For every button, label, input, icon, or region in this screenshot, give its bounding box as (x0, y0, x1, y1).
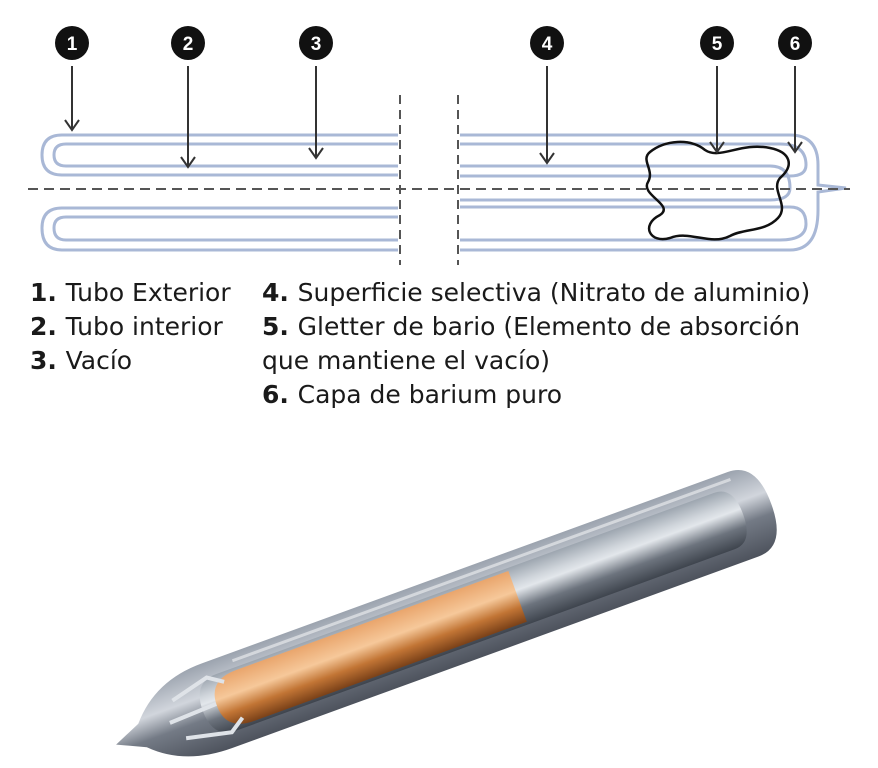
callout-4: 4 (530, 26, 564, 60)
arrow-6 (787, 66, 803, 154)
outer-tube-upper-left (40, 133, 398, 177)
legend-number: 1. (30, 278, 57, 307)
arrow-4 (539, 66, 555, 165)
arrow-3 (308, 66, 324, 160)
legend-item-6: 6. Capa de barium puro (262, 378, 562, 412)
right-tube-section (460, 133, 847, 252)
legend-item-4: 4. Superficie selectiva (Nitrato de alum… (262, 276, 810, 310)
callout-number-1: 1 (67, 34, 78, 55)
left-tube-section (40, 133, 398, 252)
legend-label: Superficie selectiva (Nitrato de alumini… (297, 278, 811, 307)
callout-circle-5 (700, 26, 734, 60)
legend-item-3: 3. Vacío (30, 344, 132, 378)
callout-circle-4 (530, 26, 564, 60)
callout-3: 3 (299, 26, 333, 60)
legend-item-5-continued: que mantiene el vacío) (262, 344, 550, 378)
inner-tube-upper-left (52, 142, 398, 168)
legend-number: 2. (30, 312, 57, 341)
legend-label: Gletter de bario (Elemento de absorción (297, 312, 801, 341)
callout-circle-3 (299, 26, 333, 60)
callout-circle-2 (171, 26, 205, 60)
legend-label: Tubo interior (65, 312, 223, 341)
inner-tube-upper-right (460, 142, 808, 178)
callout-number-4: 4 (542, 34, 553, 55)
legend-item-2: 2. Tubo interior (30, 310, 223, 344)
inner-tube-lower-left (52, 215, 398, 242)
callout-circle-6 (778, 26, 812, 60)
arrow-1 (64, 66, 80, 132)
legend-label: Vacío (65, 346, 133, 375)
outer-tube-lower-left (40, 206, 398, 252)
callout-number-5: 5 (712, 34, 723, 55)
legend-item-5: 5. Gletter de bario (Elemento de absorci… (262, 310, 800, 344)
legend-number: 3. (30, 346, 57, 375)
legend-number: 6. (262, 380, 289, 409)
tube-cross-section-diagram: 1 2 3 4 5 6 (28, 26, 850, 265)
copper-absorber (214, 570, 527, 724)
callout-circle-1 (55, 26, 89, 60)
glass-highlight (231, 478, 731, 663)
callout-5: 5 (700, 26, 734, 60)
callout-arrows (64, 66, 803, 169)
inner-tube-lower-right (460, 205, 808, 242)
arrow-2 (180, 66, 196, 169)
callout-1: 1 (55, 26, 89, 60)
vacuum-tube-illustration (116, 469, 777, 757)
support-clip (169, 675, 245, 741)
legend-number: 4. (262, 278, 289, 307)
callout-2: 2 (171, 26, 205, 60)
legend-label: que mantiene el vacío) (262, 346, 550, 375)
arrow-5 (709, 66, 725, 154)
callout-number-6: 6 (790, 34, 801, 55)
callout-number-3: 3 (311, 34, 322, 55)
legend-label: Tubo Exterior (65, 278, 231, 307)
legend-number: 5. (262, 312, 289, 341)
legend-label: Capa de barium puro (297, 380, 563, 409)
inner-tube-return (460, 164, 792, 202)
callout-6: 6 (778, 26, 812, 60)
callout-number-2: 2 (183, 34, 194, 55)
barium-getter-shape (645, 140, 790, 241)
legend-item-1: 1. Tubo Exterior (30, 276, 231, 310)
